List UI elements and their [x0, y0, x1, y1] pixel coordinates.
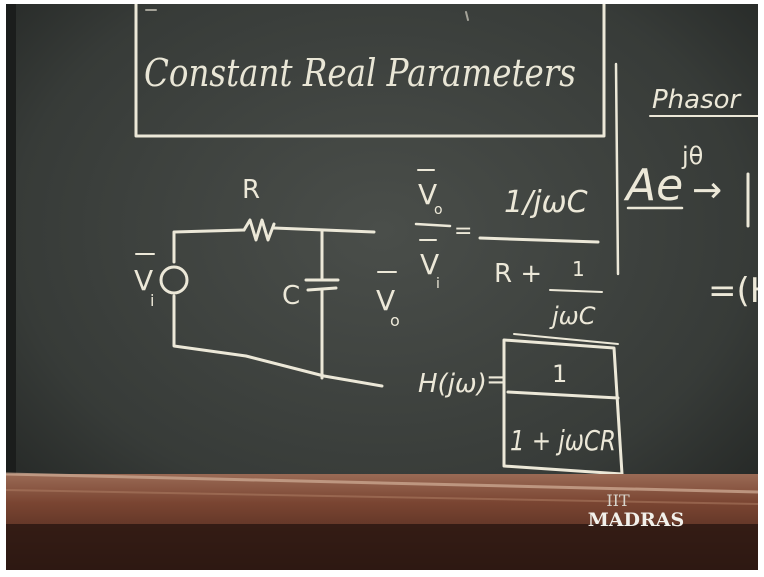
ratio-rhs-den-frac-den: jωC: [549, 302, 596, 330]
source-label: V: [134, 264, 153, 297]
watermark-line2: MADRAS: [588, 509, 685, 531]
phasor-expression: Ae jθ → =(H: [623, 142, 758, 311]
wire-left-top: [172, 228, 246, 264]
ratio-rhs-den-frac-bar: [549, 289, 603, 293]
ratio-equals: =: [454, 219, 472, 244]
wire-top-right: [272, 226, 376, 234]
source-sub: i: [150, 291, 154, 310]
resistor-symbol: [242, 218, 276, 242]
voltage-source: [159, 265, 189, 295]
board-title: Constant Real Parameters: [144, 51, 576, 95]
ratio-rhs-fraction-bar: [478, 236, 600, 244]
phasor-arrow: →: [692, 170, 722, 211]
output-label: V: [376, 284, 395, 317]
ratio-rhs-num: 1/jωC: [504, 185, 588, 220]
board-divider: [614, 62, 620, 276]
output-sub: o: [390, 311, 400, 330]
ratio-lhs-den: V: [420, 248, 439, 281]
ratio-lhs-num-sub: o: [434, 202, 443, 218]
phasor-exponent: jθ: [681, 142, 703, 170]
transfer-function: H(jω) = 1 1 + jωCR: [418, 333, 624, 476]
ratio-rhs-den-frac-num: 1: [572, 257, 585, 281]
voltage-ratio-equation: V o V i = 1/jωC R + 1 jωC: [414, 169, 603, 330]
wire-bottom: [172, 294, 384, 388]
resistor-label: R: [242, 175, 260, 205]
lecture-video-frame: Constant Real Parameters Phasor Ae jθ → …: [6, 4, 758, 570]
ratio-lhs-num: V: [418, 178, 437, 211]
ratio-rhs-den-a: R +: [494, 259, 542, 289]
chalkboard: Constant Real Parameters Phasor Ae jθ → …: [6, 4, 758, 570]
phasor-ae: Ae: [623, 160, 683, 211]
transfer-num: 1: [552, 360, 567, 388]
transfer-lhs: H(jω): [418, 369, 487, 399]
watermark-line1: IIT: [606, 491, 630, 510]
left-edge-shadow: [6, 4, 16, 570]
transfer-equals: =: [486, 365, 508, 395]
title-box: Constant Real Parameters: [134, 4, 606, 138]
ratio-lhs-fraction-bar: [414, 222, 452, 228]
iit-madras-watermark: IIT MADRAS: [588, 491, 685, 531]
chalk-ledge: [6, 472, 758, 570]
transfer-den: 1 + jωCR: [510, 424, 616, 457]
rc-circuit: R C V i V o: [134, 175, 400, 388]
ratio-lhs-den-sub: i: [436, 276, 440, 292]
phasor-heading: Phasor: [652, 85, 743, 115]
capacitor-label: C: [282, 281, 300, 311]
transfer-fraction-bar: [506, 390, 620, 400]
phasor-line2: =(H: [708, 271, 758, 311]
transfer-box-top-extra: [513, 333, 619, 345]
